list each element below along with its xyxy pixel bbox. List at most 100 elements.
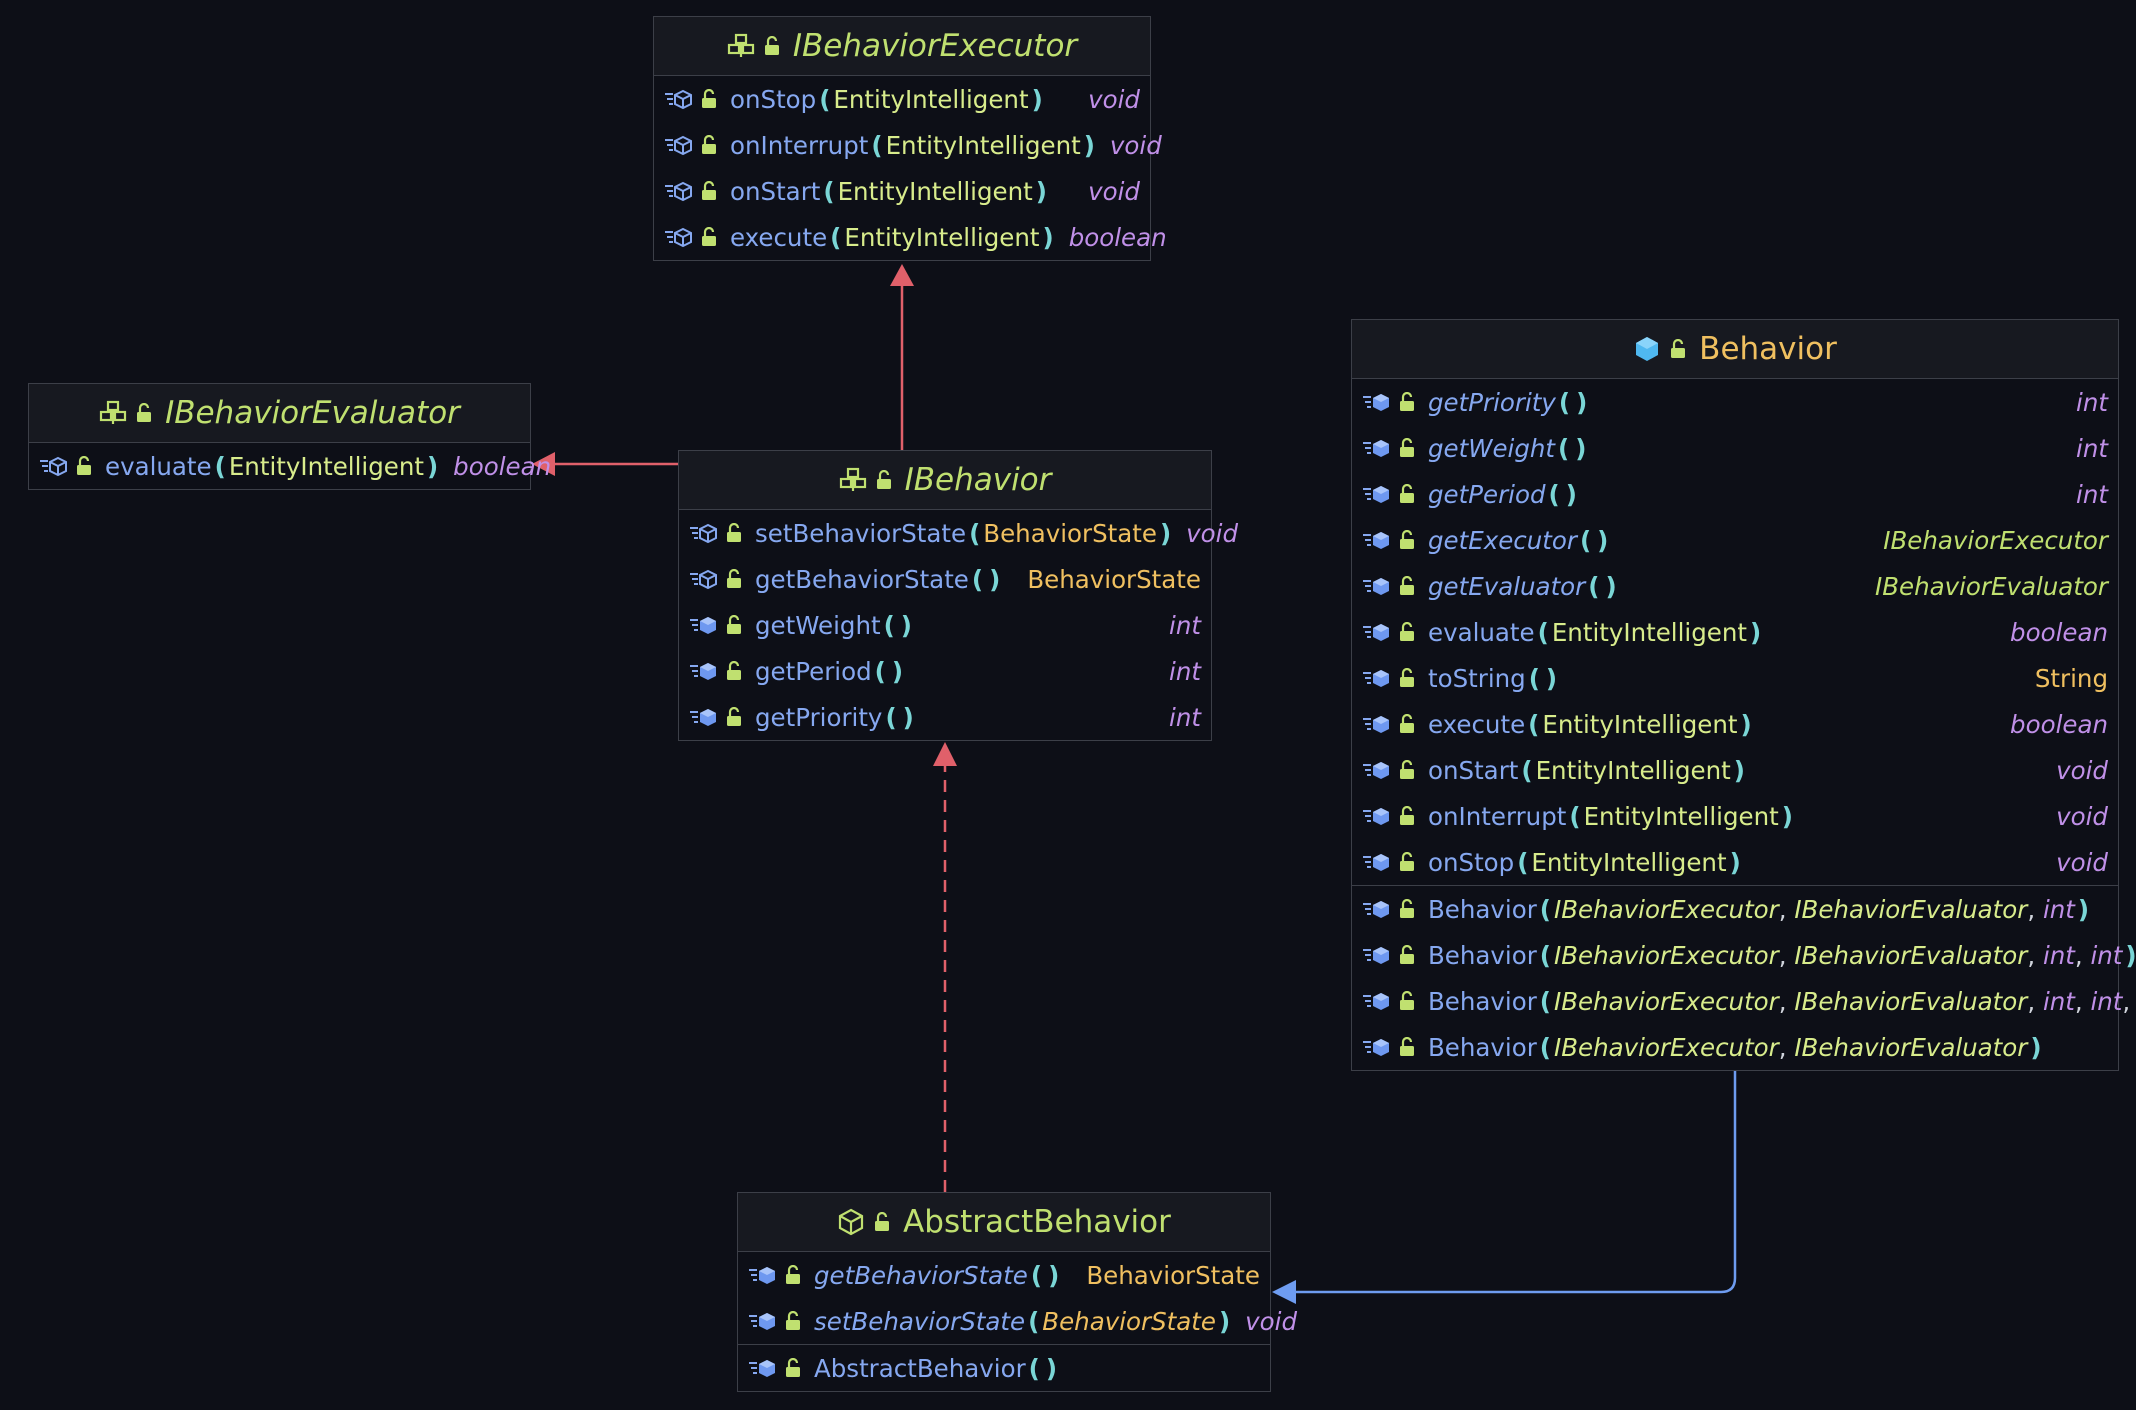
method-row[interactable]: onInterrupt(EntityIntelligent)void [654,122,1162,168]
member-name: getBehaviorState [755,564,969,594]
param-comma: , [2027,940,2043,970]
method-row[interactable]: onStop(EntityIntelligent)void [1352,839,2118,885]
public-lock-icon [1398,622,1416,642]
param-type: IBehaviorExecutor [1554,1032,1779,1062]
member-name: getWeight [1428,433,1556,463]
param-type: IBehaviorExecutor [1554,986,1779,1016]
node-header[interactable]: IBehavior [679,451,1211,510]
node-header[interactable]: AbstractBehavior [738,1193,1270,1252]
member-name: getEvaluator [1428,571,1586,601]
method-row[interactable]: getBehaviorState()BehaviorState [738,1252,1270,1298]
method-row[interactable]: getEvaluator()IBehaviorEvaluator [1352,563,2118,609]
abstract-method-icon [664,227,692,248]
node-header[interactable]: IBehaviorEvaluator [29,384,530,443]
close-paren: ) [1035,176,1047,206]
method-icon [748,1311,776,1332]
method-row[interactable]: toString()String [1352,655,2118,701]
open-paren: ( [971,564,984,594]
method-row[interactable]: getPriority()int [1352,379,2118,425]
close-paren: ) [1575,433,1587,463]
public-lock-icon [725,615,743,635]
method-row[interactable]: setBehaviorState(BehaviorState)void [679,510,1238,556]
member-name: Behavior [1428,1032,1537,1062]
method-row[interactable]: evaluate(EntityIntelligent)boolean [29,443,551,489]
member-name: onInterrupt [1428,801,1567,831]
method-row[interactable]: evaluate(EntityIntelligent)boolean [1352,609,2118,655]
open-paren: ( [830,222,842,252]
method-row[interactable]: execute(EntityIntelligent)boolean [1352,701,2118,747]
member-name: getPeriod [755,656,872,686]
public-lock-icon [700,135,718,155]
open-paren: ( [1539,986,1551,1016]
member-name: execute [730,222,828,252]
constructor-icon [748,1358,776,1379]
method-row[interactable]: getWeight()int [1352,425,2118,471]
param-type: IBehaviorEvaluator [1794,986,2028,1016]
method-row[interactable]: getPriority()int [679,694,1211,740]
method-row[interactable]: getBehaviorState()BehaviorState [679,556,1211,602]
public-lock-icon [1398,392,1416,412]
param-comma: , [1778,986,1795,1016]
param-type: int [2042,894,2075,924]
open-paren: ( [1028,1306,1040,1336]
member-name: getPriority [755,702,883,732]
method-row[interactable]: setBehaviorState(BehaviorState)void [738,1298,1297,1344]
open-paren: ( [885,702,897,732]
extends-executor-arrowhead [890,264,914,286]
constructor-row[interactable]: AbstractBehavior() [738,1344,1270,1391]
method-row[interactable]: onStart(EntityIntelligent)void [1352,747,2118,793]
return-type: void [1088,84,1140,114]
method-icon [748,1265,776,1286]
method-row[interactable]: onStart(EntityIntelligent)void [654,168,1150,214]
method-row[interactable]: execute(EntityIntelligent)boolean [654,214,1167,260]
method-row[interactable]: getPeriod()int [679,648,1211,694]
abstract-method-icon [689,569,717,590]
extends-abstract-line [1296,1070,1737,1294]
param-type: EntityIntelligent [833,84,1029,114]
param-type: BehaviorState [983,518,1157,548]
node-header[interactable]: Behavior [1352,320,2118,379]
public-lock-icon [1398,576,1416,596]
member-name: onStart [1428,755,1519,785]
method-row[interactable]: onInterrupt(EntityIntelligent)void [1352,793,2118,839]
return-type: void [1186,518,1239,548]
param-type: int [2042,940,2075,970]
method-row[interactable]: getWeight()int [679,602,1211,648]
public-lock-icon [784,1311,802,1331]
constructor-row[interactable]: Behavior(IBehaviorExecutor, IBehaviorEva… [1352,932,2136,978]
param-comma: , [1778,1032,1795,1062]
constructor-row[interactable]: Behavior(IBehaviorExecutor, IBehaviorEva… [1352,885,2118,932]
method-icon [1362,392,1390,413]
param-type: int [2090,986,2123,1016]
open-paren: ( [1521,755,1533,785]
param-comma: , [2074,940,2091,970]
method-row[interactable]: getExecutor()IBehaviorExecutor [1352,517,2118,563]
constructor-row[interactable]: Behavior(IBehaviorExecutor, IBehaviorEva… [1352,1024,2118,1070]
return-type: IBehaviorExecutor [1883,525,2108,555]
class-icon [1633,335,1661,363]
close-paren: ) [1545,663,1558,693]
public-lock-icon [700,89,718,109]
param-type: int [2090,940,2123,970]
return-type: int [2076,479,2108,509]
public-lock-icon [1398,806,1416,826]
node-header[interactable]: IBehaviorExecutor [654,17,1150,76]
constructor-row[interactable]: Behavior(IBehaviorExecutor, IBehaviorEva… [1352,978,2130,1024]
open-paren: ( [1548,479,1560,509]
close-paren: ) [1605,571,1617,601]
close-paren: ) [1048,1260,1060,1290]
close-paren: ) [989,564,1001,594]
param-type: EntityIntelligent [1531,847,1727,877]
method-row[interactable]: onStop(EntityIntelligent)void [654,76,1150,122]
method-row[interactable]: getPeriod()int [1352,471,2118,517]
public-lock-icon [75,456,93,476]
open-paren: ( [1528,709,1540,739]
return-type: boolean [1068,222,1167,252]
